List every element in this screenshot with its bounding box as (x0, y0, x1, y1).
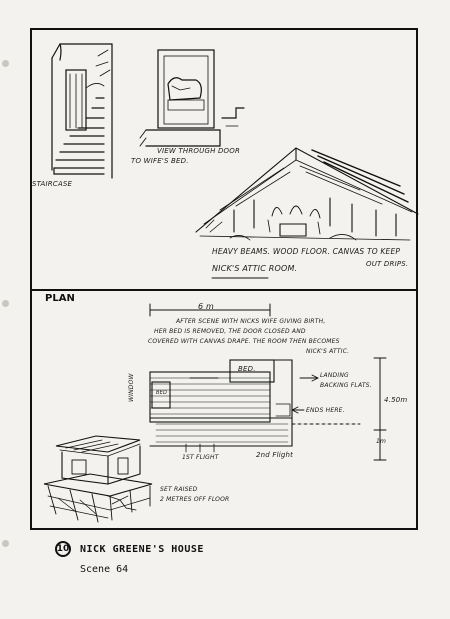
scene-number-badge: 10 (55, 541, 71, 557)
plan-note-line4: NICK'S ATTIC. (306, 348, 350, 355)
plan-note-line1: AFTER SCENE WITH NICKS WIFE GIVING BIRTH… (176, 318, 326, 325)
doorway-sketch (139, 49, 245, 147)
punch-hole (2, 60, 9, 67)
plan-note-line3: COVERED WITH CANVAS DRAPE. THE ROOM THEN… (148, 338, 340, 345)
storyboard-frame (30, 28, 418, 530)
attic-caption-line3: NICK'S ATTIC ROOM. (212, 264, 298, 273)
set-raised-line2: 2 METRES OFF FLOOR (160, 496, 230, 503)
window-label: WINDOW (128, 373, 135, 402)
plan-note-line2: HER BED IS REMOVED, THE DOOR CLOSED AND (154, 328, 306, 335)
bed-label-small: BED (156, 390, 168, 396)
set-raised-line1: SET RAISED (160, 486, 198, 493)
backing-flats-label: BACKING FLATS. (320, 382, 372, 389)
door-caption-line1: VIEW THROUGH DOOR (157, 147, 241, 155)
small-dimension: 1m (376, 438, 387, 445)
first-flight-label: 1ST FLIGHT (182, 454, 219, 461)
attic-caption-line2: OUT DRIPS. (366, 260, 409, 268)
ends-here-label: ENDS HERE. (306, 407, 345, 414)
dimension-line (149, 303, 271, 317)
location-title: NICK GREENE'S HOUSE (80, 544, 204, 555)
staircase-caption: STAIRCASE (32, 180, 73, 188)
attic-sketch (195, 147, 419, 241)
height-dimension: 4.50m (384, 396, 408, 404)
dimension-width: 6 m (198, 302, 215, 311)
floor-plan (149, 357, 387, 461)
second-flight-label: 2nd Flight (256, 451, 294, 459)
hut-sketch (43, 435, 153, 523)
door-caption-line2: TO WIFE'S BED. (131, 157, 189, 165)
scene-label: Scene 64 (80, 564, 129, 575)
panel-divider (30, 289, 418, 291)
attic-caption-line1: HEAVY BEAMS. WOOD FLOOR. CANVAS TO KEEP (212, 247, 401, 256)
staircase-sketch (51, 43, 113, 179)
punch-hole (2, 540, 9, 547)
bed-label: BED. (238, 365, 256, 373)
landing-label: LANDING (320, 372, 349, 379)
plan-label: PLAN (45, 293, 75, 304)
punch-hole (2, 300, 9, 307)
